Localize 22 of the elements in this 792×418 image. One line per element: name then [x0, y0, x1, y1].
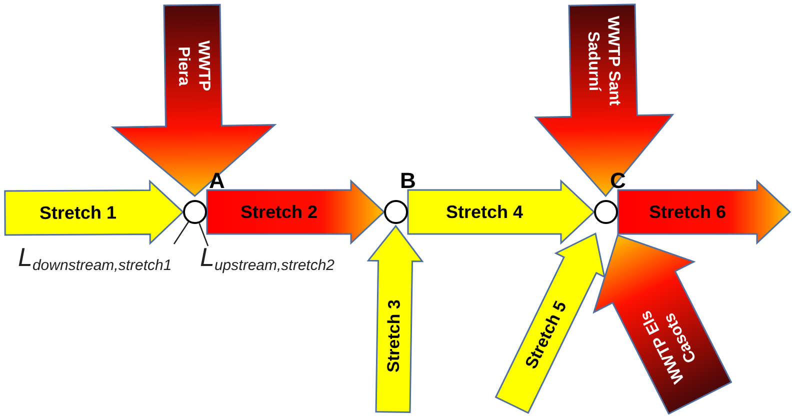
edge-label: Stretch 2: [239, 200, 319, 224]
edge-label: Stretch 6: [648, 200, 728, 224]
edge-label: Stretch 3: [382, 298, 406, 375]
block-arrow: [206, 179, 386, 245]
block-arrow: [494, 232, 606, 414]
block-arrow: [110, 4, 277, 197]
block-arrow: [407, 179, 596, 245]
block-arrow: [617, 179, 792, 245]
junction-letter: A: [209, 170, 225, 192]
leader-line: [173, 222, 189, 244]
edge-label: Stretch 1: [38, 201, 118, 224]
edge-label: WWTP Piera: [174, 38, 214, 93]
length-symbol: L$_{downstream,stretch1}$: [18, 244, 172, 270]
block-arrow: [534, 4, 674, 198]
junction-letter: C: [610, 170, 626, 192]
leader-line: [198, 222, 209, 246]
edge-label: WWTP Sant Sadurní: [584, 14, 624, 108]
block-arrow: [366, 224, 424, 414]
block-arrow: [4, 180, 184, 245]
junction-letter: B: [400, 170, 416, 192]
block-arrow: [592, 234, 732, 415]
edge-label: Stretch 4: [444, 200, 524, 224]
